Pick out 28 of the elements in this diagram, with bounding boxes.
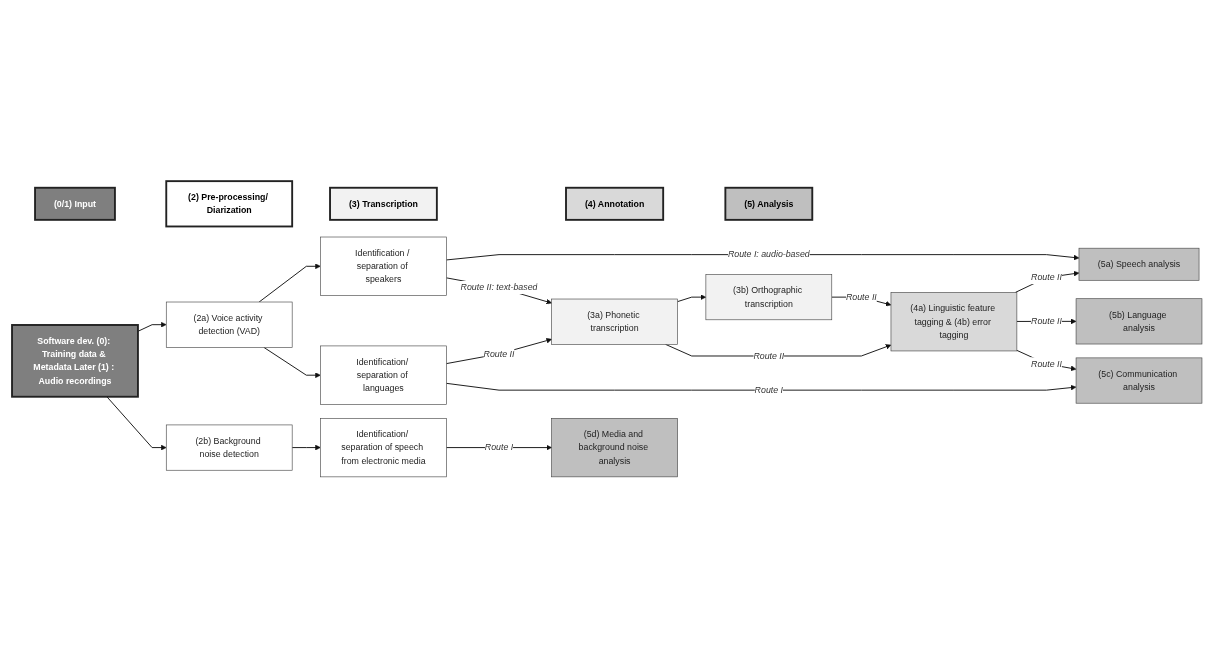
edge-label: Route II — [1031, 315, 1062, 326]
edge-label: Route I — [754, 384, 784, 395]
node-box: (2a) Voice activity detection (VAD) — [165, 301, 293, 348]
edge-label: Route II — [845, 291, 877, 302]
node-box: (0/1) Input — [34, 186, 116, 221]
edge-label: Route I: audio-based — [727, 248, 810, 259]
edge-label: Route II — [483, 348, 515, 359]
edge-label: Route II: text-based — [460, 281, 538, 292]
node-box: (3) Transcription — [329, 186, 438, 221]
node-box: (3b) Orthographic transcription — [705, 273, 833, 320]
node-box: (5a) Speech analysis — [1078, 247, 1200, 281]
node-box: (2) Pre-processing/ Diarization — [165, 179, 294, 227]
node-box: Identification / separation of speakers — [320, 236, 447, 296]
node-box: (5d) Media and background noise analysis — [551, 417, 678, 477]
node-box: Identification/ separation of speech from electronic media — [320, 417, 447, 477]
node-box: (2b) Background noise detection — [165, 424, 293, 471]
node-box: (5c) Communication analysis — [1075, 357, 1203, 403]
node-box: (5b) Language analysis — [1075, 297, 1203, 344]
node-box: Software dev. (0): Training data & Metadata Later (1) : Audio recordings — [11, 323, 139, 398]
node-box: Identification/ separation of languages — [320, 345, 447, 405]
node-box: (4a) Linguistic feature tagging & (4b) error tagging — [890, 291, 1018, 351]
edge-label: Route II — [1031, 358, 1062, 369]
edge-label: Route I — [484, 441, 514, 452]
edge-label: Route II — [1031, 271, 1062, 282]
node-box: (3a) Phonetic transcription — [551, 298, 678, 345]
node-box: (5) Analysis — [724, 186, 814, 221]
edge-label: Route II — [753, 350, 785, 361]
node-box: (4) Annotation — [565, 186, 665, 221]
